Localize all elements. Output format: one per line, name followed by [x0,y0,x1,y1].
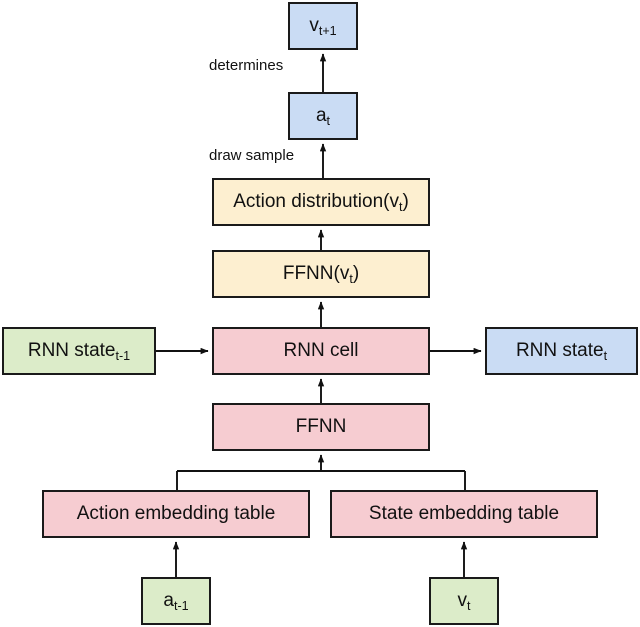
node-v-next[interactable]: vt+1 [288,2,358,50]
node-a-t-label: at [315,105,331,128]
node-ffnn[interactable]: FFNN [212,403,430,451]
node-ffnn-v[interactable]: FFNN(vt) [212,250,430,298]
node-rnn-state-cur-label: RNN statet [515,340,608,363]
node-state-embedding-table[interactable]: State embedding table [330,490,598,538]
node-rnn-state-prev-label: RNN statet-1 [27,340,131,363]
node-rnn-cell-label: RNN cell [283,340,359,362]
node-a-prev[interactable]: at-1 [141,577,211,625]
node-action-embedding-table[interactable]: Action embedding table [42,490,310,538]
edge-label-draw-sample: draw sample [209,147,295,164]
node-rnn-cell[interactable]: RNN cell [212,327,430,375]
node-v-t[interactable]: vt [429,577,499,625]
node-rnn-state-prev[interactable]: RNN statet-1 [2,327,156,375]
node-state-embedding-table-label: State embedding table [368,503,560,525]
node-a-prev-label: at-1 [163,590,189,613]
node-rnn-state-cur[interactable]: RNN statet [485,327,638,375]
node-ffnn-label: FFNN [295,416,347,438]
node-ffnn-v-label: FFNN(vt) [282,263,360,286]
node-v-t-label: vt [457,590,471,613]
node-action-embedding-table-label: Action embedding table [76,503,276,525]
node-v-next-label: vt+1 [309,15,337,38]
node-a-t[interactable]: at [288,92,358,140]
node-action-distribution-label: Action distribution(vt) [233,191,409,214]
edge-label-determines: determines [209,57,284,74]
node-action-distribution[interactable]: Action distribution(vt) [212,178,430,226]
